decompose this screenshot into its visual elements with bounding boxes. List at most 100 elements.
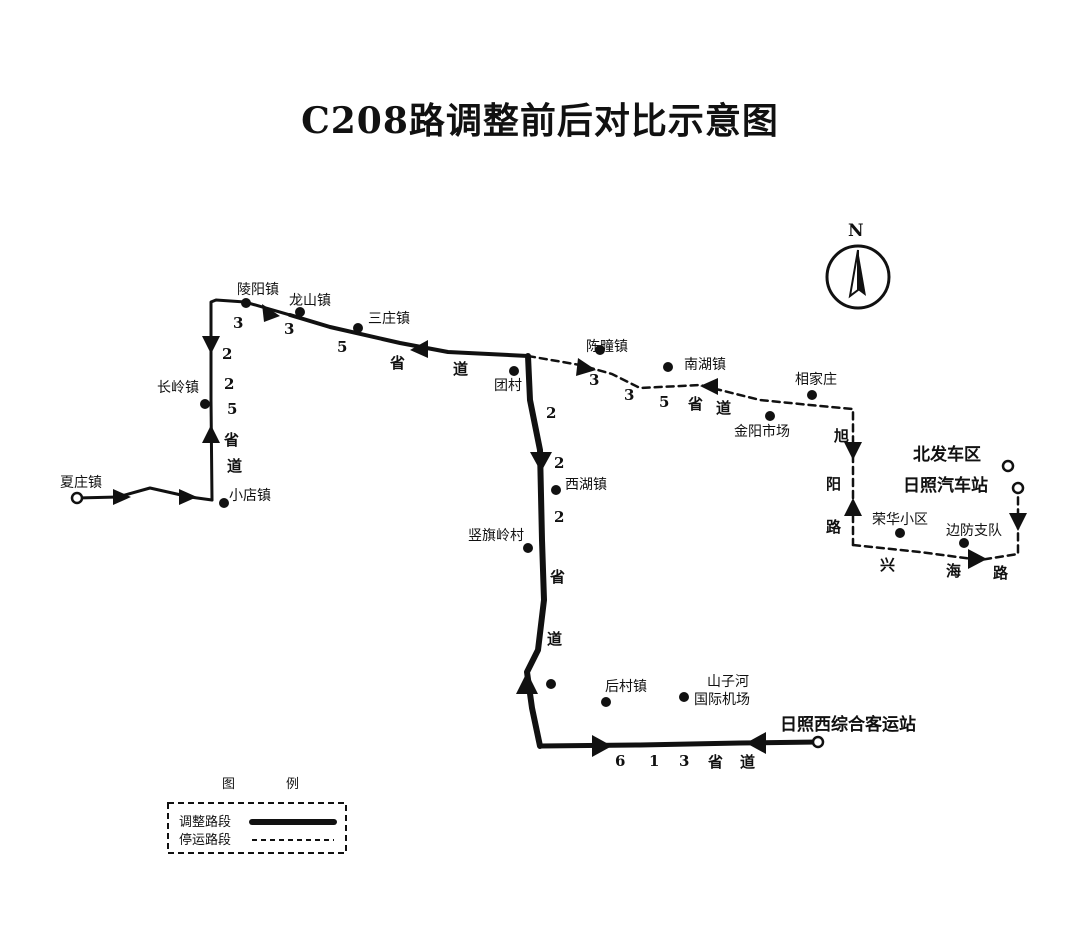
place-tuancun: 团村 bbox=[494, 378, 522, 394]
road-222-char: 省 bbox=[549, 568, 565, 586]
arrow-icon bbox=[576, 358, 596, 376]
stop-dot-icon bbox=[601, 697, 611, 707]
place-xiaodian: 小店镇 bbox=[229, 488, 271, 504]
terminal-rizhao-west-icon bbox=[811, 735, 825, 749]
place-lingyang: 陵阳镇 bbox=[237, 282, 279, 298]
arrow-icon bbox=[516, 672, 538, 694]
place-sanzhuang: 三庄镇 bbox=[368, 310, 410, 327]
legend-stopped-label: 停运路段 bbox=[179, 832, 231, 848]
place-changling: 长岭镇 bbox=[157, 380, 199, 396]
terminal-beifa-icon bbox=[1001, 459, 1015, 473]
place-labels: 夏庄镇 小店镇 长岭镇 陵阳镇 龙山镇 三庄镇 团村 陈疃镇 南湖镇 金阳市场 … bbox=[60, 282, 1002, 735]
stop-dot-icon bbox=[765, 411, 775, 421]
road-335-east-char: 3 bbox=[624, 386, 634, 404]
road-225-char: 2 bbox=[224, 375, 234, 393]
arrow-icon bbox=[746, 732, 766, 754]
place-houcun: 后村镇 bbox=[605, 679, 647, 695]
place-shuqiling: 竖旗岭村 bbox=[468, 528, 524, 544]
place-shanzihe-1: 山子河 bbox=[707, 674, 749, 690]
route-xiazhuang-xiaodian bbox=[75, 486, 214, 502]
arrow-icon bbox=[1009, 513, 1027, 531]
road-222-char: 道 bbox=[547, 630, 562, 648]
road-613-char: 道 bbox=[740, 753, 755, 771]
route-xiaodian-lingyang bbox=[209, 298, 292, 502]
place-beifa: 北发车区 bbox=[913, 444, 981, 465]
road-222-char: 2 bbox=[554, 508, 564, 526]
stop-dot-icon bbox=[807, 390, 817, 400]
road-xinghai-char: 路 bbox=[993, 564, 1009, 582]
arrow-icon bbox=[844, 498, 862, 516]
route-613 bbox=[537, 739, 821, 749]
road-613-char: 省 bbox=[707, 753, 723, 771]
road-222-char: 2 bbox=[554, 454, 564, 472]
road-335-char: 3 bbox=[284, 320, 294, 338]
legend-adjusted-label: 调整路段 bbox=[179, 814, 231, 830]
direction-arrows bbox=[113, 304, 1027, 757]
arrow-icon bbox=[202, 336, 220, 354]
road-labels: 3 3 5 省 道 2 2 5 省 道 3 3 5 省 道 2 2 2 省 道 … bbox=[222, 314, 1009, 771]
compass-needle-north bbox=[858, 250, 866, 296]
road-613-char: 3 bbox=[679, 752, 689, 770]
stop-dot-icon bbox=[959, 538, 969, 548]
arrow-icon bbox=[113, 489, 131, 505]
compass-needle-south bbox=[848, 249, 859, 299]
road-335-char: 省 bbox=[389, 354, 405, 372]
place-longshan: 龙山镇 bbox=[289, 293, 331, 309]
compass-ring bbox=[825, 244, 891, 310]
compass-label: N bbox=[848, 221, 864, 241]
legend-box bbox=[167, 802, 347, 854]
road-222-char: 2 bbox=[546, 404, 556, 422]
stop-dot-icon bbox=[241, 298, 251, 308]
place-shanzihe-2: 国际机场 bbox=[694, 692, 750, 708]
legend-title-1: 图 bbox=[222, 777, 235, 792]
road-613-char: 1 bbox=[649, 752, 659, 770]
place-jinyang: 金阳市场 bbox=[734, 423, 790, 440]
page-title: C208路调整前后对比示意图 bbox=[301, 100, 779, 142]
road-225-char: 道 bbox=[227, 457, 242, 475]
road-335-east-char: 5 bbox=[659, 393, 669, 411]
arrow-icon bbox=[202, 425, 220, 443]
place-nanhu: 南湖镇 bbox=[684, 357, 726, 373]
route-335-west bbox=[288, 313, 530, 358]
arrow-icon bbox=[844, 442, 862, 460]
place-xiangjiazhuang: 相家庄 bbox=[795, 371, 837, 388]
road-xuyang-char: 阳 bbox=[826, 475, 841, 493]
stop-dot-icon bbox=[895, 528, 905, 538]
arrow-icon bbox=[700, 378, 718, 395]
stop-dot-icon bbox=[679, 692, 689, 702]
route-222 bbox=[524, 353, 547, 749]
road-225-char: 省 bbox=[223, 431, 239, 449]
compass: N bbox=[825, 221, 891, 310]
arrow-icon bbox=[968, 549, 987, 569]
road-335-char: 5 bbox=[337, 338, 347, 356]
road-xuyang-char: 路 bbox=[826, 518, 842, 536]
adjusted-route bbox=[75, 298, 821, 749]
arrow-icon bbox=[530, 452, 552, 472]
road-xinghai-char: 海 bbox=[946, 562, 961, 580]
stop-dot-icon bbox=[523, 543, 533, 553]
road-335-char: 道 bbox=[453, 360, 468, 378]
road-xinghai-char: 兴 bbox=[880, 556, 895, 574]
stop-dot-icon bbox=[551, 485, 561, 495]
road-335-east-char: 3 bbox=[589, 371, 599, 389]
arrow-icon bbox=[179, 489, 197, 505]
stop-dot-icon bbox=[546, 679, 556, 689]
arrow-icon bbox=[410, 340, 428, 358]
road-225-char: 2 bbox=[222, 345, 232, 363]
arrow-icon bbox=[262, 304, 280, 322]
stop-dot-icon bbox=[595, 345, 605, 355]
road-335-east-char: 省 bbox=[687, 395, 703, 413]
place-bianfang: 边防支队 bbox=[946, 523, 1002, 539]
legend-title-2: 例 bbox=[286, 777, 299, 792]
stop-dot-icon bbox=[353, 323, 363, 333]
road-613-char: 6 bbox=[615, 752, 625, 770]
road-335-east-char: 道 bbox=[716, 399, 731, 417]
place-ronghua: 荣华小区 bbox=[872, 512, 928, 528]
road-335-char: 3 bbox=[233, 314, 243, 332]
stop-dot-icon bbox=[509, 366, 519, 376]
place-chenqiang: 陈疃镇 bbox=[586, 338, 628, 355]
stop-dot-icon bbox=[200, 399, 210, 409]
arrow-icon bbox=[592, 735, 612, 757]
place-xiazhuang: 夏庄镇 bbox=[60, 474, 102, 491]
